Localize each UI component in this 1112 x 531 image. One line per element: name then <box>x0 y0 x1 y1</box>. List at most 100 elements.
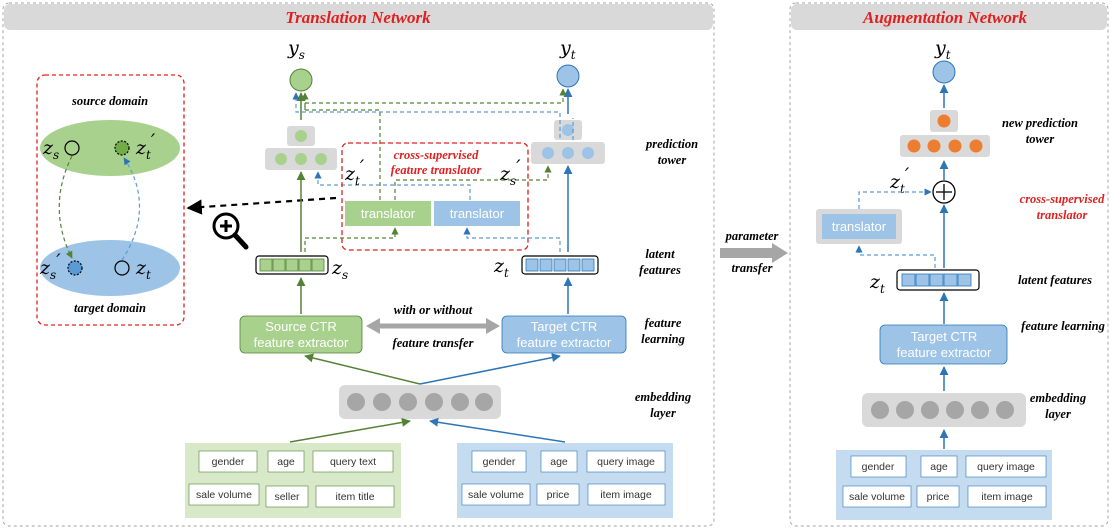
aug-latent-to-translator <box>855 245 936 268</box>
zt-label: zt <box>493 255 509 280</box>
aug-embedding-label-1: embedding <box>1030 391 1086 405</box>
aug-extractor-line1: Target CTR <box>911 329 977 344</box>
domain-inset: source domain zs zt′ zs′ zt target domai… <box>36 74 185 326</box>
translator-title-line1: cross-supervised <box>394 148 479 162</box>
magnifier-icon <box>212 212 249 250</box>
inset-green-arrow <box>58 155 73 259</box>
zt-prime-label: zt′ <box>344 156 365 188</box>
target-extractor-line1: Target CTR <box>531 319 597 334</box>
parameter-label: parameter <box>725 229 779 243</box>
source-extractor-line2: feature extractor <box>254 335 349 350</box>
inset-zs-label: zs <box>42 137 59 162</box>
aug-embedding-label-2: layer <box>1045 407 1071 421</box>
source-feature-2: query text <box>330 456 376 468</box>
target-features-arrow <box>429 417 566 443</box>
aug-features-panel: gender age query image sale volume price… <box>836 450 1052 520</box>
source-translator-label: translator <box>361 206 416 221</box>
feature-transfer-arrowhead-left <box>366 318 380 334</box>
feature-transfer-arrowhead-right <box>486 318 500 334</box>
aug-plus-icon <box>932 180 956 204</box>
target-feature-1: age <box>550 456 568 468</box>
inset-zt-prime-node <box>114 140 130 156</box>
target-domain-ellipse <box>40 240 180 296</box>
target-latent-bar <box>521 255 599 275</box>
aug-zt-prime-label: zt′ <box>889 164 910 196</box>
aug-feature-learning-label: feature learning <box>1021 319 1105 333</box>
target-feature-5: item image <box>600 489 652 501</box>
inset-zs-node <box>64 140 80 156</box>
new-prediction-label-1: new prediction <box>1002 116 1078 130</box>
target-extractor-line2: feature extractor <box>517 335 612 350</box>
prediction-tower-label-2: tower <box>658 153 687 167</box>
zt-to-translator <box>463 227 561 252</box>
target-feature-0: gender <box>483 456 516 468</box>
embedding-to-target-arrow <box>419 353 561 385</box>
aug-feature-0: gender <box>862 461 895 473</box>
source-feature-1: age <box>277 456 295 468</box>
target-prediction-tower <box>531 120 605 164</box>
source-feature-4: seller <box>274 491 300 503</box>
target-domain-label: target domain <box>74 301 146 315</box>
feature-learning-label-2: learning <box>641 332 685 346</box>
source-feature-3: sale volume <box>196 489 252 501</box>
augmentation-network-title: Augmentation Network <box>862 8 1027 27</box>
source-translator-box <box>345 201 431 226</box>
source-features-arrow <box>289 417 411 443</box>
source-features-panel: gender age query text sale volume seller… <box>185 443 401 518</box>
aug-output-label: yt <box>934 37 951 62</box>
aug-cst-label-2: translator <box>1037 208 1088 222</box>
parameter-transfer-arrow <box>720 243 788 263</box>
aug-translator-block: translator <box>816 209 902 244</box>
target-translator-box <box>434 201 520 226</box>
zoom-arrow <box>186 196 337 215</box>
latent-features-label-1: latent <box>645 247 675 261</box>
prediction-tower-label-1: prediction <box>645 137 698 151</box>
source-prediction-tower <box>265 126 337 170</box>
translator-to-target-tower <box>394 165 552 200</box>
target-features-panel: gender age query image sale volume price… <box>457 443 673 518</box>
transfer-label: transfer <box>732 261 773 275</box>
source-domain-label: source domain <box>71 94 148 108</box>
target-feature-2: query image <box>597 456 655 468</box>
embedding-to-source-arrow <box>304 353 421 385</box>
aug-translator-to-plus <box>858 188 932 209</box>
source-output-node <box>289 68 313 92</box>
aug-prediction-tower <box>900 110 990 157</box>
inset-zt-node <box>114 260 130 276</box>
zs-label: zs <box>331 257 348 282</box>
aug-zt-label: zt <box>869 271 885 296</box>
embedding-layer-label-2: layer <box>650 406 676 420</box>
target-feature-extractor: Target CTR feature extractor <box>501 315 627 354</box>
translator-to-source-tower <box>314 171 471 200</box>
target-output-label: yt <box>559 37 576 62</box>
source-extractor-line1: Source CTR <box>265 319 337 334</box>
embedding-layer <box>339 385 501 419</box>
aug-feature-extractor: Target CTR feature extractor <box>879 324 1008 365</box>
zs-prime-label: zs′ <box>499 156 521 188</box>
source-feature-0: gender <box>212 456 245 468</box>
target-cross-dashed-1 <box>292 92 561 138</box>
aug-translator-label: translator <box>832 219 887 234</box>
inset-zt-prime-label: zt′ <box>135 130 156 162</box>
translation-network-title: Translation Network <box>285 8 431 27</box>
aug-feature-3: sale volume <box>849 491 905 503</box>
inset-zs-prime-node <box>67 260 83 276</box>
source-latent-bar <box>255 255 329 275</box>
aug-embedding-layer <box>862 393 1026 427</box>
aug-latent-features-label: latent features <box>1018 273 1092 287</box>
aug-extractor-line2: feature extractor <box>897 345 992 360</box>
target-feature-4: price <box>547 489 570 501</box>
embedding-layer-label-1: embedding <box>635 390 691 404</box>
aug-latent-bar <box>896 269 980 291</box>
source-feature-extractor: Source CTR feature extractor <box>239 315 363 354</box>
target-translator-label: translator <box>450 206 505 221</box>
source-cross-dashed-1 <box>301 92 381 200</box>
aug-feature-1: age <box>930 461 948 473</box>
zs-to-translator <box>304 227 399 252</box>
inset-zs-prime-label: zs′ <box>39 250 61 282</box>
aug-cst-label-1: cross-supervised <box>1020 192 1105 206</box>
new-prediction-label-2: tower <box>1026 132 1055 146</box>
target-feature-3: sale volume <box>468 489 524 501</box>
cross-supervised-translator: cross-supervised feature translator zt′ … <box>341 142 529 251</box>
